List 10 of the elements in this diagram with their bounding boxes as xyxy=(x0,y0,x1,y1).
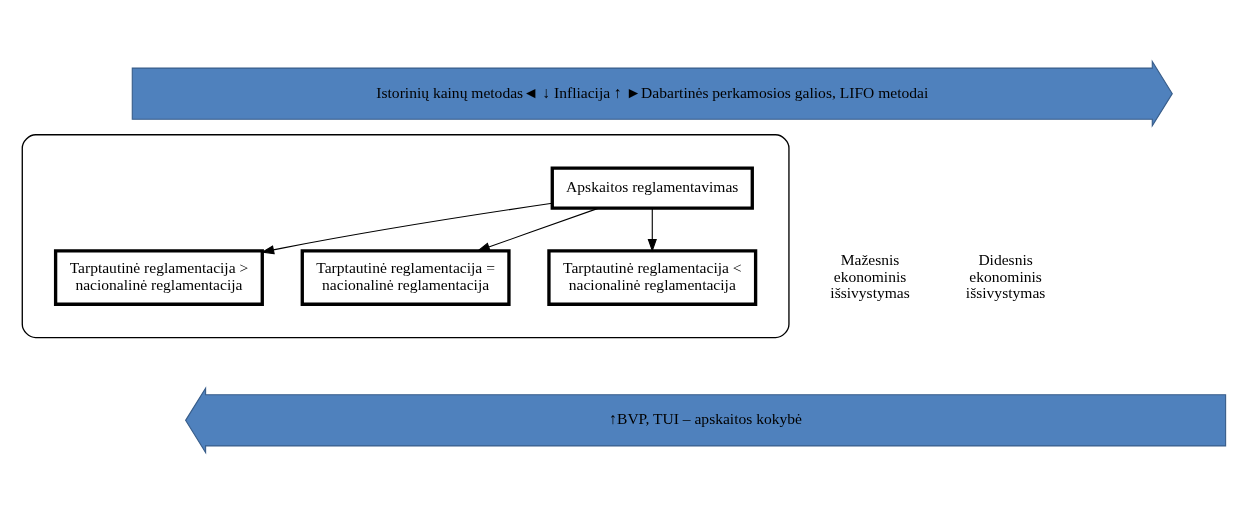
label: Didesnis ekonominis išsivystymas xyxy=(965,251,1046,302)
node-box: Tarptautinė reglamentacija = nacionalinė reglamentacija xyxy=(300,249,511,306)
cluster xyxy=(21,134,790,339)
node-box: Tarptautinė reglamentacija < nacionalinė reglamentacija xyxy=(547,249,758,306)
node-box: Tarptautinė reglamentacija > nacionalinė reglamentacija xyxy=(53,249,264,306)
arrow xyxy=(260,202,553,255)
label: Mažesnis ekonominis išsivystymas xyxy=(830,251,910,302)
node-box: Apskaitos reglamentavimas xyxy=(550,166,754,210)
arrow xyxy=(647,207,657,253)
arrow xyxy=(476,207,600,252)
